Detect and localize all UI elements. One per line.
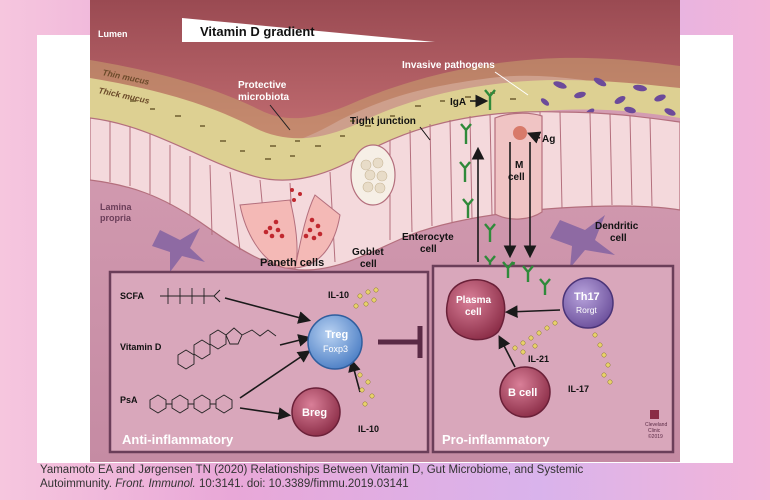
enterocyte-cell-label: Enterocyte cell (402, 232, 456, 255)
il10-top-dots (353, 287, 379, 309)
vitd-to-treg-arrow (279, 334, 312, 347)
scfa-to-treg-arrow (224, 297, 312, 324)
paneth-cells (239, 188, 341, 269)
psa-to-treg-arrow (239, 350, 311, 399)
scfa-structure-icon (160, 288, 221, 304)
psa-to-breg-arrow (239, 407, 292, 420)
plasma-cell-label: Plasma cell (456, 295, 494, 318)
vitamin-d-structure-icon (177, 327, 277, 370)
breg-cell (291, 387, 341, 437)
il21-label: IL-21 (528, 354, 549, 364)
b-cell-label: B cell (508, 387, 537, 399)
dendritic-cell-right (550, 215, 615, 268)
vitamin-d-label: Vitamin D (120, 342, 162, 352)
pro-inflammatory-panel: Plasma cell Th17 Rorgt IL-21 IL-17 B cel… (431, 261, 675, 454)
treg-label: Treg (325, 329, 348, 341)
psa-label: PsA (120, 395, 138, 405)
invasive-pathogens-label: Invasive pathogens (402, 60, 495, 71)
figure-caption: Yamamoto EA and Jørgensen TN (2020) Rela… (40, 463, 730, 491)
breg-to-treg-arrow (348, 358, 361, 393)
plasma-cell (445, 279, 506, 341)
m-cell-label: M cell (508, 160, 526, 183)
b-cell (499, 366, 551, 418)
dendritic-cell-label: Dendritic cell (595, 221, 641, 244)
ag-label-arrow (527, 131, 542, 144)
th17-to-plasma-arrow (504, 305, 561, 319)
caption-line-2: Autoimmunity. Front. Immunol. 10:3141. d… (40, 477, 730, 491)
th17-label: Th17 (574, 291, 600, 303)
foxp3-label: Foxp3 (323, 344, 348, 354)
pro-inflammatory-title: Pro-inflammatory (442, 432, 550, 447)
treg-cell (307, 314, 363, 370)
protective-microbiota (130, 92, 516, 160)
il17-dots (592, 332, 613, 385)
caption-title-end: Autoimmunity. (40, 478, 113, 490)
caption-journal: Front. Immunol. (115, 478, 196, 490)
anti-inflammatory-panel: SCFA Vitamin D PsA IL-10 (108, 270, 430, 454)
paneth-cells-label: Paneth cells (260, 257, 324, 269)
lamina-propria-label: Lamina propria (100, 202, 134, 223)
svg-text:Cleveland Clinic: Cleveland Clinic ©2019 (645, 422, 669, 440)
thick-mucus-layer (90, 78, 680, 183)
il21-dots (512, 320, 558, 355)
ag-label: Ag (542, 134, 555, 145)
bcell-to-plasma-arrow (498, 335, 516, 368)
vitamin-d-gut-figure: Vitamin D gradient Lumen Thin mucus Thic… (90, 0, 680, 462)
rorgt-label: Rorgt (576, 305, 597, 315)
tight-junction-label: Tight junction (350, 116, 416, 127)
il10-top-label: IL-10 (328, 290, 349, 300)
scfa-label: SCFA (120, 291, 145, 301)
iga-label: IgA (450, 97, 466, 108)
il10-bottom-label: IL-10 (358, 424, 379, 434)
anti-inflammatory-title: Anti-inflammatory (122, 432, 234, 447)
vitamin-d-gradient-wedge (182, 18, 435, 42)
antigen-icon (513, 126, 527, 140)
inhibition-symbol (378, 326, 423, 358)
invasive-pathogens-cluster (540, 77, 676, 116)
psa-structure-icon (149, 394, 233, 414)
il17-label: IL-17 (568, 384, 589, 394)
lumen-label: Lumen (98, 29, 128, 39)
vitamin-d-gradient-title: Vitamin D gradient (200, 24, 315, 39)
protective-microbiota-label: Protective microbiota (238, 80, 290, 103)
caption-doi: 10:3141. doi: 10.3389/fimmu.2019.03141 (198, 478, 409, 490)
breg-label: Breg (302, 407, 327, 419)
goblet-cell-label: Goblet cell (352, 247, 386, 270)
th17-cell (562, 277, 614, 329)
dendritic-cell-left (152, 228, 205, 272)
caption-line-1: Yamamoto EA and Jørgensen TN (2020) Rela… (40, 464, 584, 476)
cleveland-clinic-logo: Cleveland Clinic ©2019 (645, 410, 669, 440)
il10-bottom-dots (357, 372, 375, 407)
iga-panel-antibodies (502, 261, 551, 295)
